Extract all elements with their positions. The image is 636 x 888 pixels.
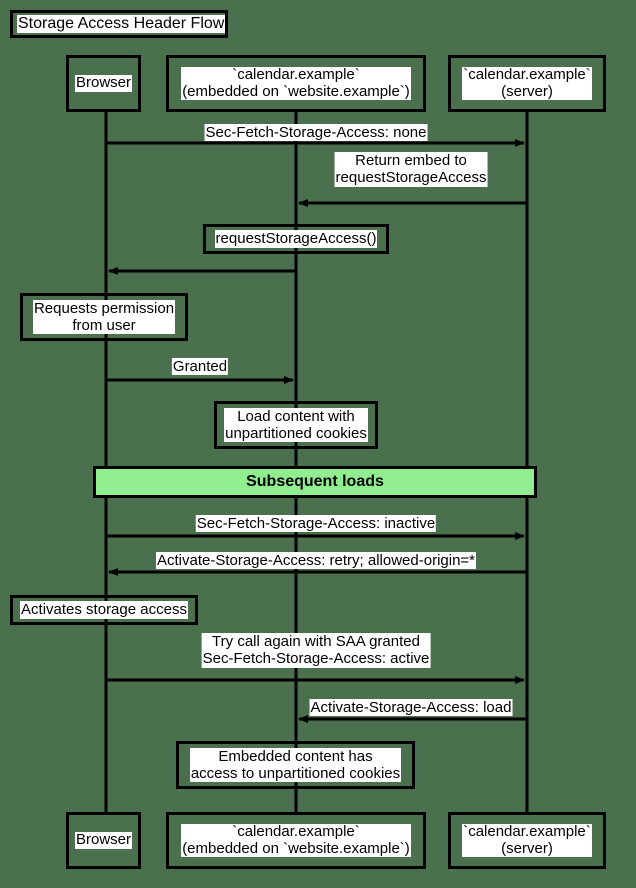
note-load-content: Load content with unpartitioned cookies [214,401,378,449]
message-label-sec-fetch-none: Sec-Fetch-Storage-Access: none [204,124,428,142]
note-request-storage-access-text: requestStorageAccess() [214,230,378,248]
message-label-activate-retry: Activate-Storage-Access: retry; allowed-… [155,552,477,570]
participant-server-label-bottom: `calendar.example` (server) [462,822,592,858]
note-embedded-content-access: Embedded content has access to unpartiti… [176,741,415,789]
note-embedded-content-access-text: Embedded content has access to unpartiti… [189,747,402,783]
participant-browser-label: Browser [74,74,132,92]
lifelines [104,112,529,814]
band-subsequent-loads-label: Subsequent loads [246,473,384,490]
participant-browser-bottom[interactable]: Browser [66,812,141,869]
message-arrows [106,139,527,723]
message-label-sec-fetch-inactive: Sec-Fetch-Storage-Access: inactive [195,515,437,533]
message-label-saa-active: Try call again with SAA granted Sec-Fetc… [201,633,431,668]
message-label-return-embed: Return embed to requestStorageAccess [334,152,488,187]
message-label-activate-load: Activate-Storage-Access: load [309,699,513,717]
diagram-title-box: Storage Access Header Flow [10,10,228,38]
page-title: Storage Access Header Flow [17,15,226,33]
participant-embed-label-bottom: `calendar.example` (embedded on `website… [181,822,411,858]
participant-server-top[interactable]: `calendar.example` (server) [448,55,606,112]
participant-embed-bottom[interactable]: `calendar.example` (embedded on `website… [166,812,426,869]
note-request-storage-access: requestStorageAccess() [203,224,389,254]
participant-server-bottom[interactable]: `calendar.example` (server) [448,812,606,869]
note-load-content-text: Load content with unpartitioned cookies [224,407,368,443]
participant-embed-label: `calendar.example` (embedded on `website… [181,65,411,101]
note-requests-permission-text: Requests permission from user [32,299,176,335]
band-subsequent-loads: Subsequent loads [93,466,537,498]
participant-browser-top[interactable]: Browser [66,55,141,112]
message-label-granted: Granted [171,358,229,376]
participant-server-label: `calendar.example` (server) [462,65,592,101]
note-activates-storage-access-text: Activates storage access [20,601,188,619]
participant-embed-top[interactable]: `calendar.example` (embedded on `website… [166,55,426,112]
note-requests-permission: Requests permission from user [20,293,188,341]
participant-browser-label-bottom: Browser [74,831,132,849]
note-activates-storage-access: Activates storage access [10,595,198,625]
